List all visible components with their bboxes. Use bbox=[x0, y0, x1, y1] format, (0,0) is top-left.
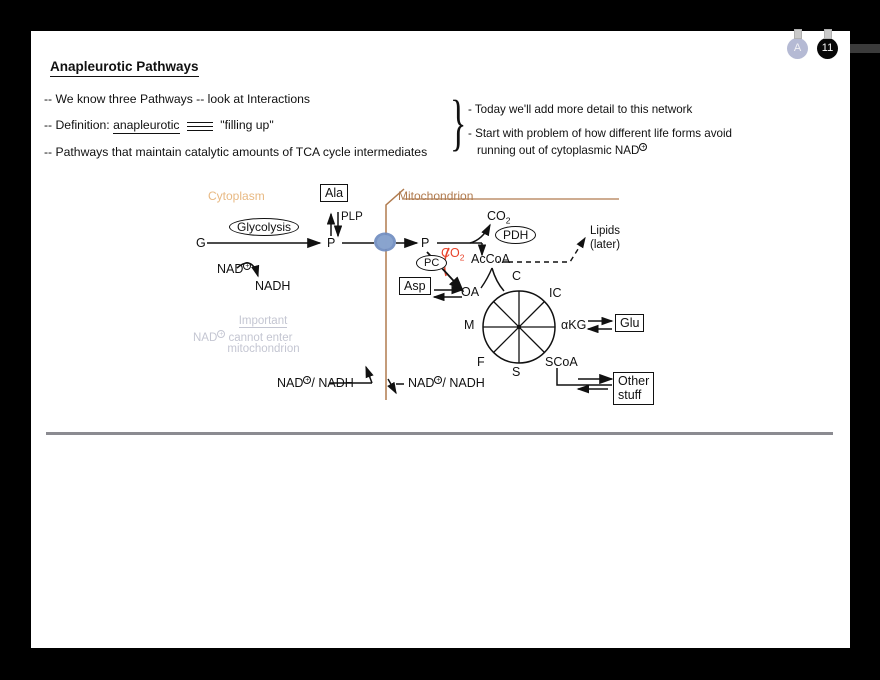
bottom-right-notch bbox=[850, 638, 880, 648]
aspartate-box: Asp bbox=[399, 277, 431, 295]
bullet-item-3: -- Pathways that maintain catalytic amou… bbox=[44, 145, 428, 159]
important-note: Important bbox=[203, 314, 323, 329]
aspartate-label: Asp bbox=[399, 277, 431, 295]
pyruvate-mito-label: P bbox=[421, 236, 430, 250]
bullet-item-1: -- We know three Pathways -- look at Int… bbox=[44, 92, 310, 106]
co2-pc-label: CO2 bbox=[441, 246, 465, 263]
other-stuff-line2: stuff bbox=[618, 388, 642, 403]
nadh-label: NADH bbox=[255, 279, 291, 293]
nad-oxidized-label: NAD+ bbox=[217, 262, 252, 277]
important-note-line1: NAD bbox=[193, 331, 218, 344]
tca-node-SCoA: SCoA bbox=[545, 355, 578, 369]
nad-plus-icon: + bbox=[243, 262, 252, 270]
pyruvate-cytosolic-label: P bbox=[327, 236, 336, 250]
tca-node-IC: IC bbox=[549, 286, 562, 300]
nad-plus-icon: + bbox=[303, 376, 312, 384]
other-stuff-box: Other stuff bbox=[613, 372, 655, 405]
tca-node-C: C bbox=[512, 269, 522, 283]
nad-plus-icon: + bbox=[434, 376, 443, 384]
badge-pin-icon bbox=[793, 29, 802, 39]
right-note-2-text: running out of cytoplasmic NAD bbox=[477, 143, 640, 157]
page-title: Anapleurotic Pathways bbox=[50, 59, 199, 77]
tca-node-F: F bbox=[477, 355, 485, 369]
lipids-line1: Lipids bbox=[590, 225, 621, 237]
page-number-badge[interactable]: 11 bbox=[817, 29, 838, 59]
grouping-brace-icon: } bbox=[450, 89, 467, 157]
alanine-label: Ala bbox=[320, 184, 349, 202]
important-note-line1-suffix: cannot enter bbox=[228, 331, 293, 344]
important-note-line2: mitochondrion bbox=[227, 343, 300, 355]
glutamate-box: Glu bbox=[615, 314, 645, 332]
important-note-body: NAD+ cannot enter bbox=[193, 329, 333, 346]
glycolysis-enzyme-label: Glycolysis bbox=[229, 218, 300, 236]
important-note-heading: Important bbox=[238, 315, 288, 328]
nad-plus-icon: + bbox=[639, 142, 648, 151]
nad-shuttle-cytosolic-pair: / NADH bbox=[311, 376, 354, 391]
tca-node-S: S bbox=[512, 365, 521, 379]
nad-shuttle-mitochondrial: NAD+/ NADH bbox=[408, 376, 485, 391]
other-stuff-line1: Other bbox=[618, 374, 650, 388]
tca-node-OA: OA bbox=[461, 285, 480, 299]
right-note-2: - Start with problem of how different li… bbox=[468, 126, 732, 158]
definition-term: anapleurotic bbox=[113, 118, 180, 134]
definition-meaning: "filling up" bbox=[220, 118, 274, 132]
equivalence-icon bbox=[186, 121, 213, 132]
cytoplasm-label: Cytoplasm bbox=[208, 189, 265, 203]
pc-enzyme: PC bbox=[416, 255, 448, 271]
right-note-1: - Today we'll add more detail to this ne… bbox=[468, 103, 693, 116]
lipids-note: Lipids (later) bbox=[590, 224, 620, 253]
glycolysis-enzyme: Glycolysis bbox=[229, 218, 300, 236]
page-title-text: Anapleurotic Pathways bbox=[50, 59, 199, 77]
other-stuff-box-inner: Other stuff bbox=[613, 372, 655, 405]
glutamate-label: Glu bbox=[615, 314, 645, 332]
tca-node-M: M bbox=[464, 318, 475, 332]
horizontal-divider bbox=[46, 432, 833, 435]
bullet-item-2: -- Definition: anapleurotic "filling up" bbox=[44, 118, 274, 134]
nad-shuttle-cytosolic: NAD+/ NADH bbox=[277, 376, 354, 391]
slide-page bbox=[31, 31, 850, 648]
badge-pin-icon bbox=[823, 29, 832, 39]
glucose-label: G bbox=[196, 236, 206, 250]
plp-label: PLP bbox=[341, 211, 363, 223]
page-number-label: 11 bbox=[817, 38, 838, 59]
pdh-enzyme: PDH bbox=[495, 226, 537, 244]
right-note-2-line2: running out of cytoplasmic NAD+ bbox=[468, 142, 732, 159]
annotation-badge[interactable]: A bbox=[787, 29, 808, 59]
pc-enzyme-label: PC bbox=[416, 255, 448, 271]
mitochondrion-label: Mitochondrion bbox=[398, 189, 474, 203]
nad-plus-icon: + bbox=[217, 330, 226, 338]
definition-prefix: -- Definition: bbox=[44, 118, 110, 132]
co2-top-label: CO2 bbox=[487, 209, 511, 226]
lipids-line2: (later) bbox=[590, 239, 621, 252]
top-right-bar bbox=[838, 44, 880, 53]
pdh-enzyme-label: PDH bbox=[495, 226, 537, 244]
nad-shuttle-mito-pair: / NADH bbox=[442, 376, 485, 391]
right-note-2-line1: - Start with problem of how different li… bbox=[468, 127, 732, 140]
annotation-badge-label: A bbox=[787, 38, 808, 59]
accoa-label: AcCoA bbox=[471, 252, 510, 266]
tca-node-aKG: αKG bbox=[561, 318, 587, 332]
alanine-box: Ala bbox=[320, 184, 349, 202]
